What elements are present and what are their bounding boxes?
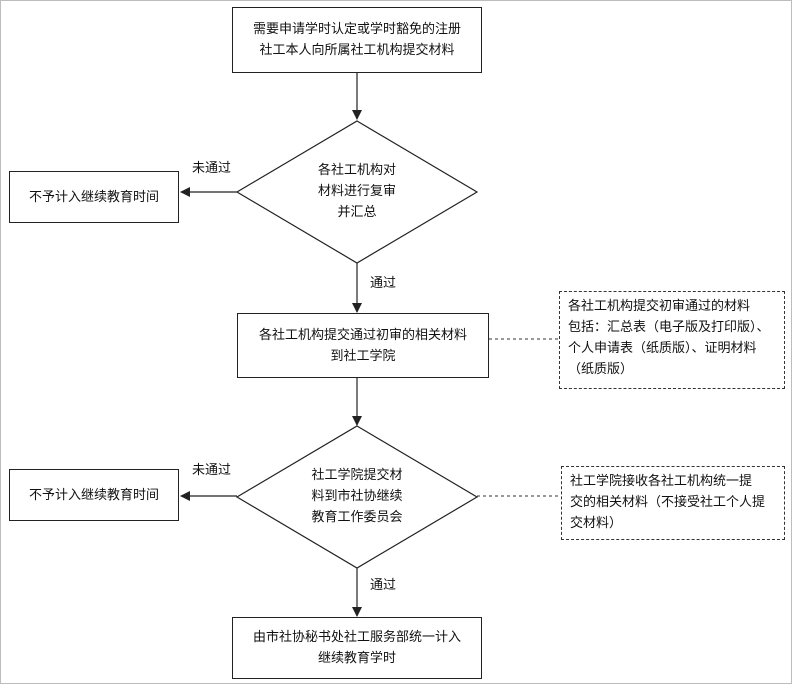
end-box: 由市社协秘书处社工服务部统一计入 继续教育学时 (232, 617, 482, 679)
review2-line-1: 社工学院提交材 (311, 468, 403, 483)
pass2-label: 通过 (370, 578, 397, 593)
review1-line-2: 材料进行复审 (317, 184, 396, 199)
note2-box: 社工学院接收各社工机构统一提 交的相关材料（不接受社工个人提 交材料） (561, 466, 785, 540)
reject2-text: 不予计入继续教育时间 (28, 487, 159, 503)
reject2-box: 不予计入继续教育时间 (9, 469, 179, 521)
note1-line-3: 个人申请表（纸质版）、证明材料 (568, 341, 757, 356)
review2-line-2: 料到市社协继续 (311, 489, 403, 504)
note1-line-4: （纸质版） (568, 362, 634, 377)
submit-line-2: 到社工学院 (330, 348, 396, 364)
start-line-1: 需要申请学时认定或学时豁免的注册 (252, 22, 461, 37)
fail1-label: 未通过 (192, 161, 232, 176)
end-line-1: 由市社协秘书处社工服务部统一计入 (252, 630, 461, 645)
note2-line-1: 社工学院接收各社工机构统一提 (570, 474, 753, 489)
note1-line-2: 包括：汇总表（电子版及打印版）、 (568, 320, 770, 335)
review1-text: 各社工机构对 材料进行复审 并汇总 (297, 160, 417, 223)
start-line-2: 社工本人向所属社工机构提交材料 (259, 43, 455, 58)
end-line-2: 继续教育学时 (317, 651, 396, 666)
submit-line-1: 各社工机构提交通过初审的相关材料 (258, 327, 467, 343)
submit-box: 各社工机构提交通过初审的相关材料 到社工学院 (237, 313, 489, 378)
review1-diamond (235, 120, 479, 264)
fail2-label: 未通过 (192, 463, 232, 478)
note2-line-3: 交材料） (570, 516, 623, 531)
reject1-box: 不予计入继续教育时间 (9, 171, 179, 223)
review2-diamond (235, 425, 479, 569)
review1-line-1: 各社工机构对 (317, 163, 396, 178)
reject1-text: 不予计入继续教育时间 (28, 189, 159, 205)
note1-line-1: 各社工机构提交初审通过的材料 (568, 299, 751, 314)
review2-line-3: 教育工作委员会 (311, 510, 403, 525)
start-box: 需要申请学时认定或学时豁免的注册 社工本人向所属社工机构提交材料 (232, 7, 482, 73)
note1-box: 各社工机构提交初审通过的材料 包括：汇总表（电子版及打印版）、 个人申请表（纸质… (559, 291, 785, 389)
review2-text: 社工学院提交材 料到市社协继续 教育工作委员会 (292, 465, 422, 528)
review1-line-3: 并汇总 (337, 205, 377, 220)
pass1-label: 通过 (370, 276, 397, 291)
note2-line-2: 交的相关材料（不接受社工个人提 (570, 495, 766, 510)
